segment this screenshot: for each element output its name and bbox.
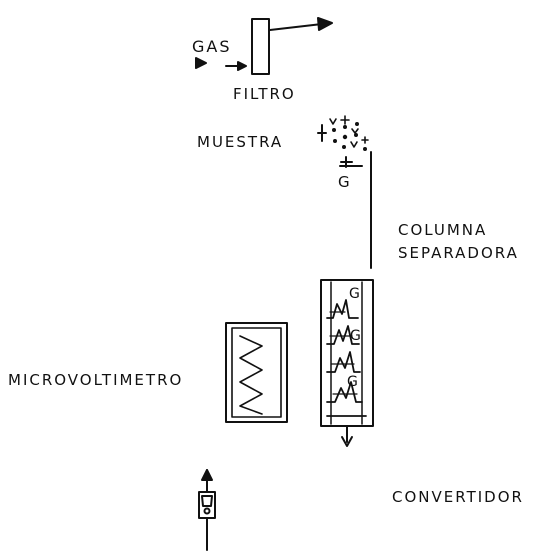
sample-g-label: G bbox=[338, 173, 352, 191]
converter-icon bbox=[198, 469, 216, 551]
sample-particles bbox=[332, 122, 367, 151]
gas-outlet-arrow-icon bbox=[269, 17, 333, 31]
column-peaks bbox=[326, 299, 367, 417]
microvoltmeter-trace-icon bbox=[231, 327, 282, 418]
muestra-label: MUESTRA bbox=[197, 133, 284, 151]
columna-label: COLUMNA bbox=[398, 221, 488, 239]
gas-label: GAS bbox=[192, 37, 232, 56]
sample-marks bbox=[329, 115, 369, 148]
column-g-label-2: G bbox=[350, 328, 361, 344]
microvoltimetro-label: MICROVOLTIMETRO bbox=[8, 371, 184, 389]
column-g-label-1: G bbox=[349, 286, 360, 302]
column-outlet-arrow-icon bbox=[341, 425, 353, 447]
microvoltmeter-box bbox=[225, 322, 288, 423]
column-g-label-3: G bbox=[347, 374, 358, 390]
filter-box bbox=[251, 18, 270, 75]
separadora-label: SEPARADORA bbox=[398, 244, 519, 262]
gas-inlet-arrow-icon bbox=[195, 57, 247, 71]
sample-injector bbox=[317, 124, 363, 168]
convertidor-label: CONVERTIDOR bbox=[392, 488, 524, 506]
filtro-label: FILTRO bbox=[233, 85, 296, 103]
